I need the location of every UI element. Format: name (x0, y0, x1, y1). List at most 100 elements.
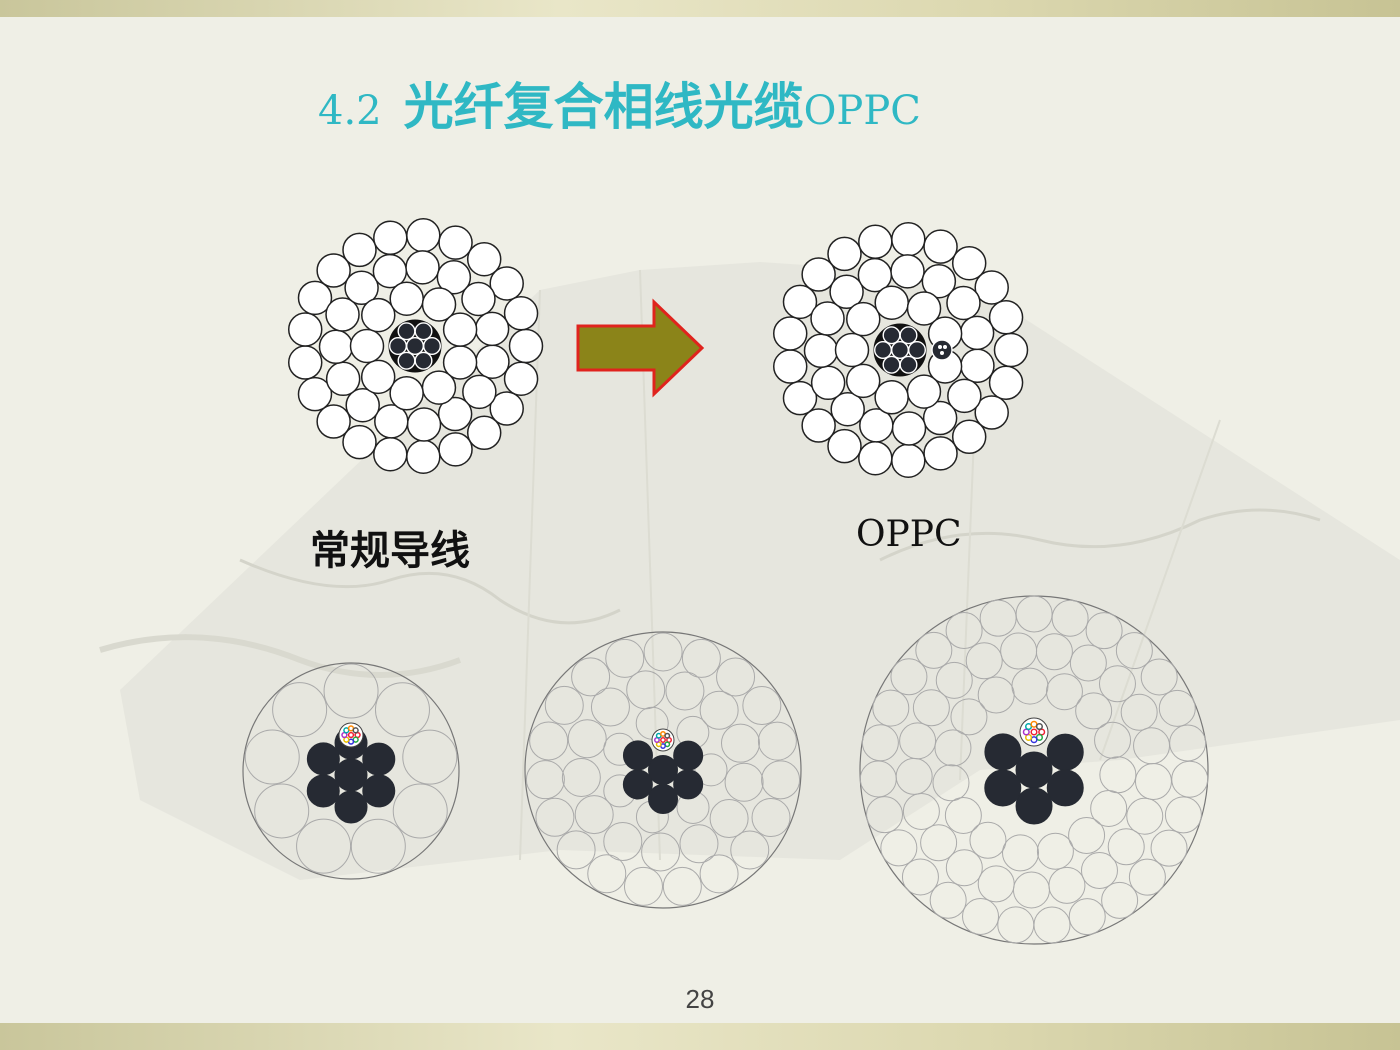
aluminum-strand (960, 348, 995, 383)
aluminum-strand (374, 404, 409, 439)
aluminum-strand (287, 345, 323, 380)
page-number: 28 (685, 984, 715, 1014)
aluminum-strand (1048, 866, 1086, 904)
optical-fiber (938, 345, 942, 349)
aluminum-strand (561, 758, 601, 798)
aluminum-strand (974, 395, 1009, 430)
aluminum-strand (318, 329, 354, 364)
aluminum-strand (974, 270, 1009, 305)
steel-strand (422, 336, 441, 355)
aluminum-strand (681, 638, 721, 678)
conventional-conductor-label: 常规导线 (310, 527, 470, 574)
steel-strand (1046, 769, 1084, 807)
aluminum-strand (605, 638, 645, 678)
aluminum-strand (287, 312, 323, 347)
aluminum-strand (962, 898, 1000, 936)
aluminum-strand (830, 391, 865, 427)
aluminum-strand (1035, 633, 1073, 671)
aluminum-strand (891, 222, 926, 257)
aluminum-strand (474, 311, 510, 347)
aluminum-strand (466, 415, 502, 451)
aluminum-strand (829, 274, 864, 310)
aluminum-strand (489, 391, 524, 426)
aluminum-strand (438, 225, 473, 260)
aluminum-strand (1080, 852, 1118, 890)
aluminum-strand (325, 297, 360, 332)
aluminum-strand (761, 760, 801, 800)
aluminum-strand (389, 376, 424, 411)
steel-strand (414, 322, 433, 341)
aluminum-strand (921, 263, 957, 299)
aluminum-strand (525, 760, 565, 800)
aluminum-strand (827, 428, 862, 464)
aluminum-strand (535, 797, 575, 837)
optical-fiber (352, 727, 359, 734)
aluminum-strand (571, 657, 611, 697)
aluminum-strand (323, 663, 379, 719)
aluminum-strand (643, 632, 683, 672)
aluminum-strand (902, 792, 940, 830)
top-decorative-bar (0, 0, 1400, 17)
aluminum-strand (1169, 724, 1207, 762)
aluminum-strand (662, 866, 702, 906)
aluminum-strand (466, 241, 502, 277)
aluminum-strand (859, 408, 894, 443)
aluminum-strand (1085, 612, 1123, 650)
conventional-conductor-diagram (287, 218, 544, 474)
aluminum-strand (801, 257, 836, 292)
aluminum-strand (945, 849, 983, 887)
aluminum-strand (462, 374, 497, 410)
aluminum-strand (361, 297, 396, 333)
title-abbreviation: OPPC (803, 88, 921, 134)
steel-strand (984, 733, 1022, 771)
aluminum-strand (993, 332, 1029, 368)
aluminum-strand (350, 818, 406, 874)
aluminum-strand (626, 670, 666, 710)
aluminum-strand (1075, 692, 1113, 730)
aluminum-strand (389, 281, 424, 316)
aluminum-strand (890, 658, 928, 696)
aluminum-strand (1164, 796, 1202, 834)
aluminum-strand (959, 315, 995, 351)
aluminum-strand (1101, 881, 1139, 919)
oppc-conductor-diagram (772, 222, 1029, 478)
aluminum-strand (1090, 789, 1128, 827)
aluminum-strand (587, 854, 627, 894)
aluminum-strand (405, 250, 440, 285)
aluminum-strand (442, 312, 478, 347)
steel-strand (673, 740, 704, 771)
steel-strand (306, 742, 340, 776)
steel-strand (907, 340, 926, 359)
aluminum-strand (316, 253, 351, 288)
aluminum-strand (373, 220, 408, 256)
aluminum-strand (988, 300, 1024, 335)
fiber-unit (931, 339, 953, 361)
aluminum-strand (901, 858, 939, 896)
aluminum-strand (342, 424, 377, 460)
steel-strand (648, 755, 678, 785)
aluminum-strand (1150, 829, 1188, 867)
aluminum-strand (1069, 644, 1107, 682)
aluminum-strand (997, 906, 1035, 944)
aluminum-strand (1002, 834, 1039, 872)
aluminum-strand (977, 865, 1015, 903)
steel-strand (882, 355, 901, 374)
aluminum-strand (1015, 595, 1053, 633)
aluminum-strand (950, 698, 988, 736)
aluminum-strand (244, 729, 300, 785)
aluminum-strand (436, 259, 472, 295)
oppc-medium-cross-section (524, 631, 802, 909)
aluminum-strand (374, 682, 430, 738)
right-arrow-icon (576, 298, 705, 398)
aluminum-strand (751, 797, 791, 837)
oppc-large-cross-section (859, 595, 1209, 945)
aluminum-strand (406, 218, 441, 253)
aluminum-strand (772, 316, 808, 351)
aluminum-strand (920, 824, 958, 862)
aluminum-strand (1098, 665, 1136, 703)
aluminum-strand (895, 757, 933, 795)
aluminum-strand (316, 404, 351, 439)
aluminum-strand (929, 881, 967, 919)
steel-strand (334, 758, 368, 792)
aluminum-strand (296, 818, 352, 874)
